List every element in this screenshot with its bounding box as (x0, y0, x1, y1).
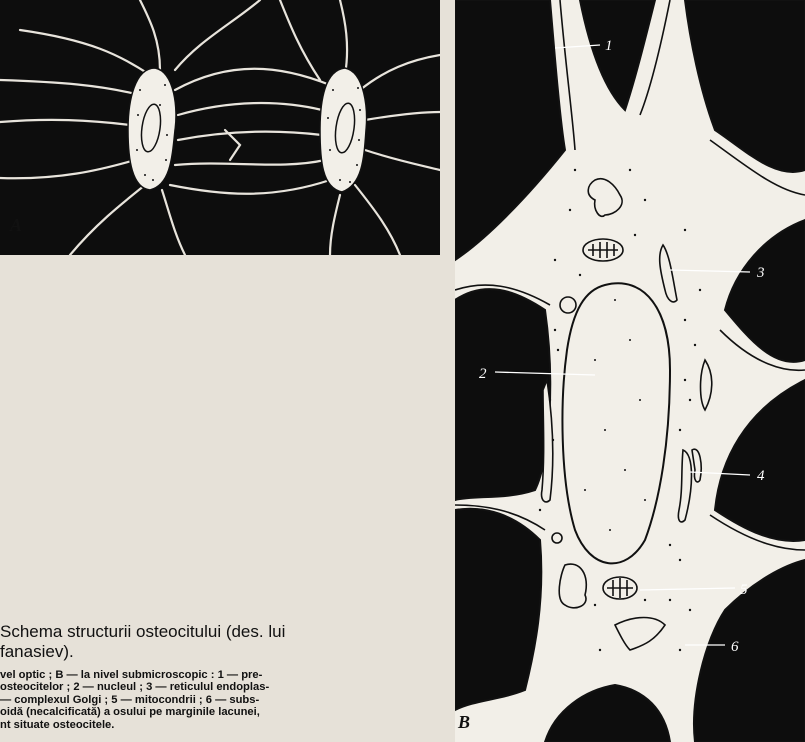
panel-a-letter: A (10, 215, 22, 236)
osteocyte-right (320, 68, 367, 192)
caption-line-4: oidă (necalcificată) a osului pe margini… (0, 706, 452, 718)
panel-a-optical (0, 0, 440, 255)
panel-b-drawing: 1 2 3 4 5 6 (455, 0, 805, 742)
label-5: 5 (740, 582, 748, 598)
panel-a-drawing (0, 0, 440, 255)
figure-title-line-1: Schema structurii osteocitului (des. lui (0, 622, 450, 642)
caption-line-2: osteocitelor ; 2 — nucleul ; 3 — reticul… (0, 681, 452, 693)
figure-title-line-2: fanasiev). (0, 642, 450, 662)
vesicle-small (560, 297, 576, 313)
vesicle-bottom (559, 564, 586, 608)
label-4: 4 (757, 468, 765, 484)
label-1: 1 (605, 38, 613, 54)
caption-line-5: nt situate osteocitele. (0, 719, 452, 731)
figure-title: Schema structurii osteocitului (des. lui… (0, 622, 450, 662)
label-6: 6 (731, 639, 739, 655)
caption-line-1: vel optic ; B — la nivel submicroscopic … (0, 669, 452, 681)
panel-b-submicroscopic: 1 2 3 4 5 6 (455, 0, 805, 742)
osteocyte-left (128, 68, 176, 190)
figure-caption: vel optic ; B — la nivel submicroscopic … (0, 669, 452, 731)
label-2: 2 (479, 366, 487, 382)
label-3: 3 (756, 265, 765, 281)
vesicle-small-2 (552, 533, 562, 543)
caption-line-3: — complexul Golgi ; 5 — mitocondrii ; 6 … (0, 694, 452, 706)
panel-b-letter: B (458, 712, 470, 733)
